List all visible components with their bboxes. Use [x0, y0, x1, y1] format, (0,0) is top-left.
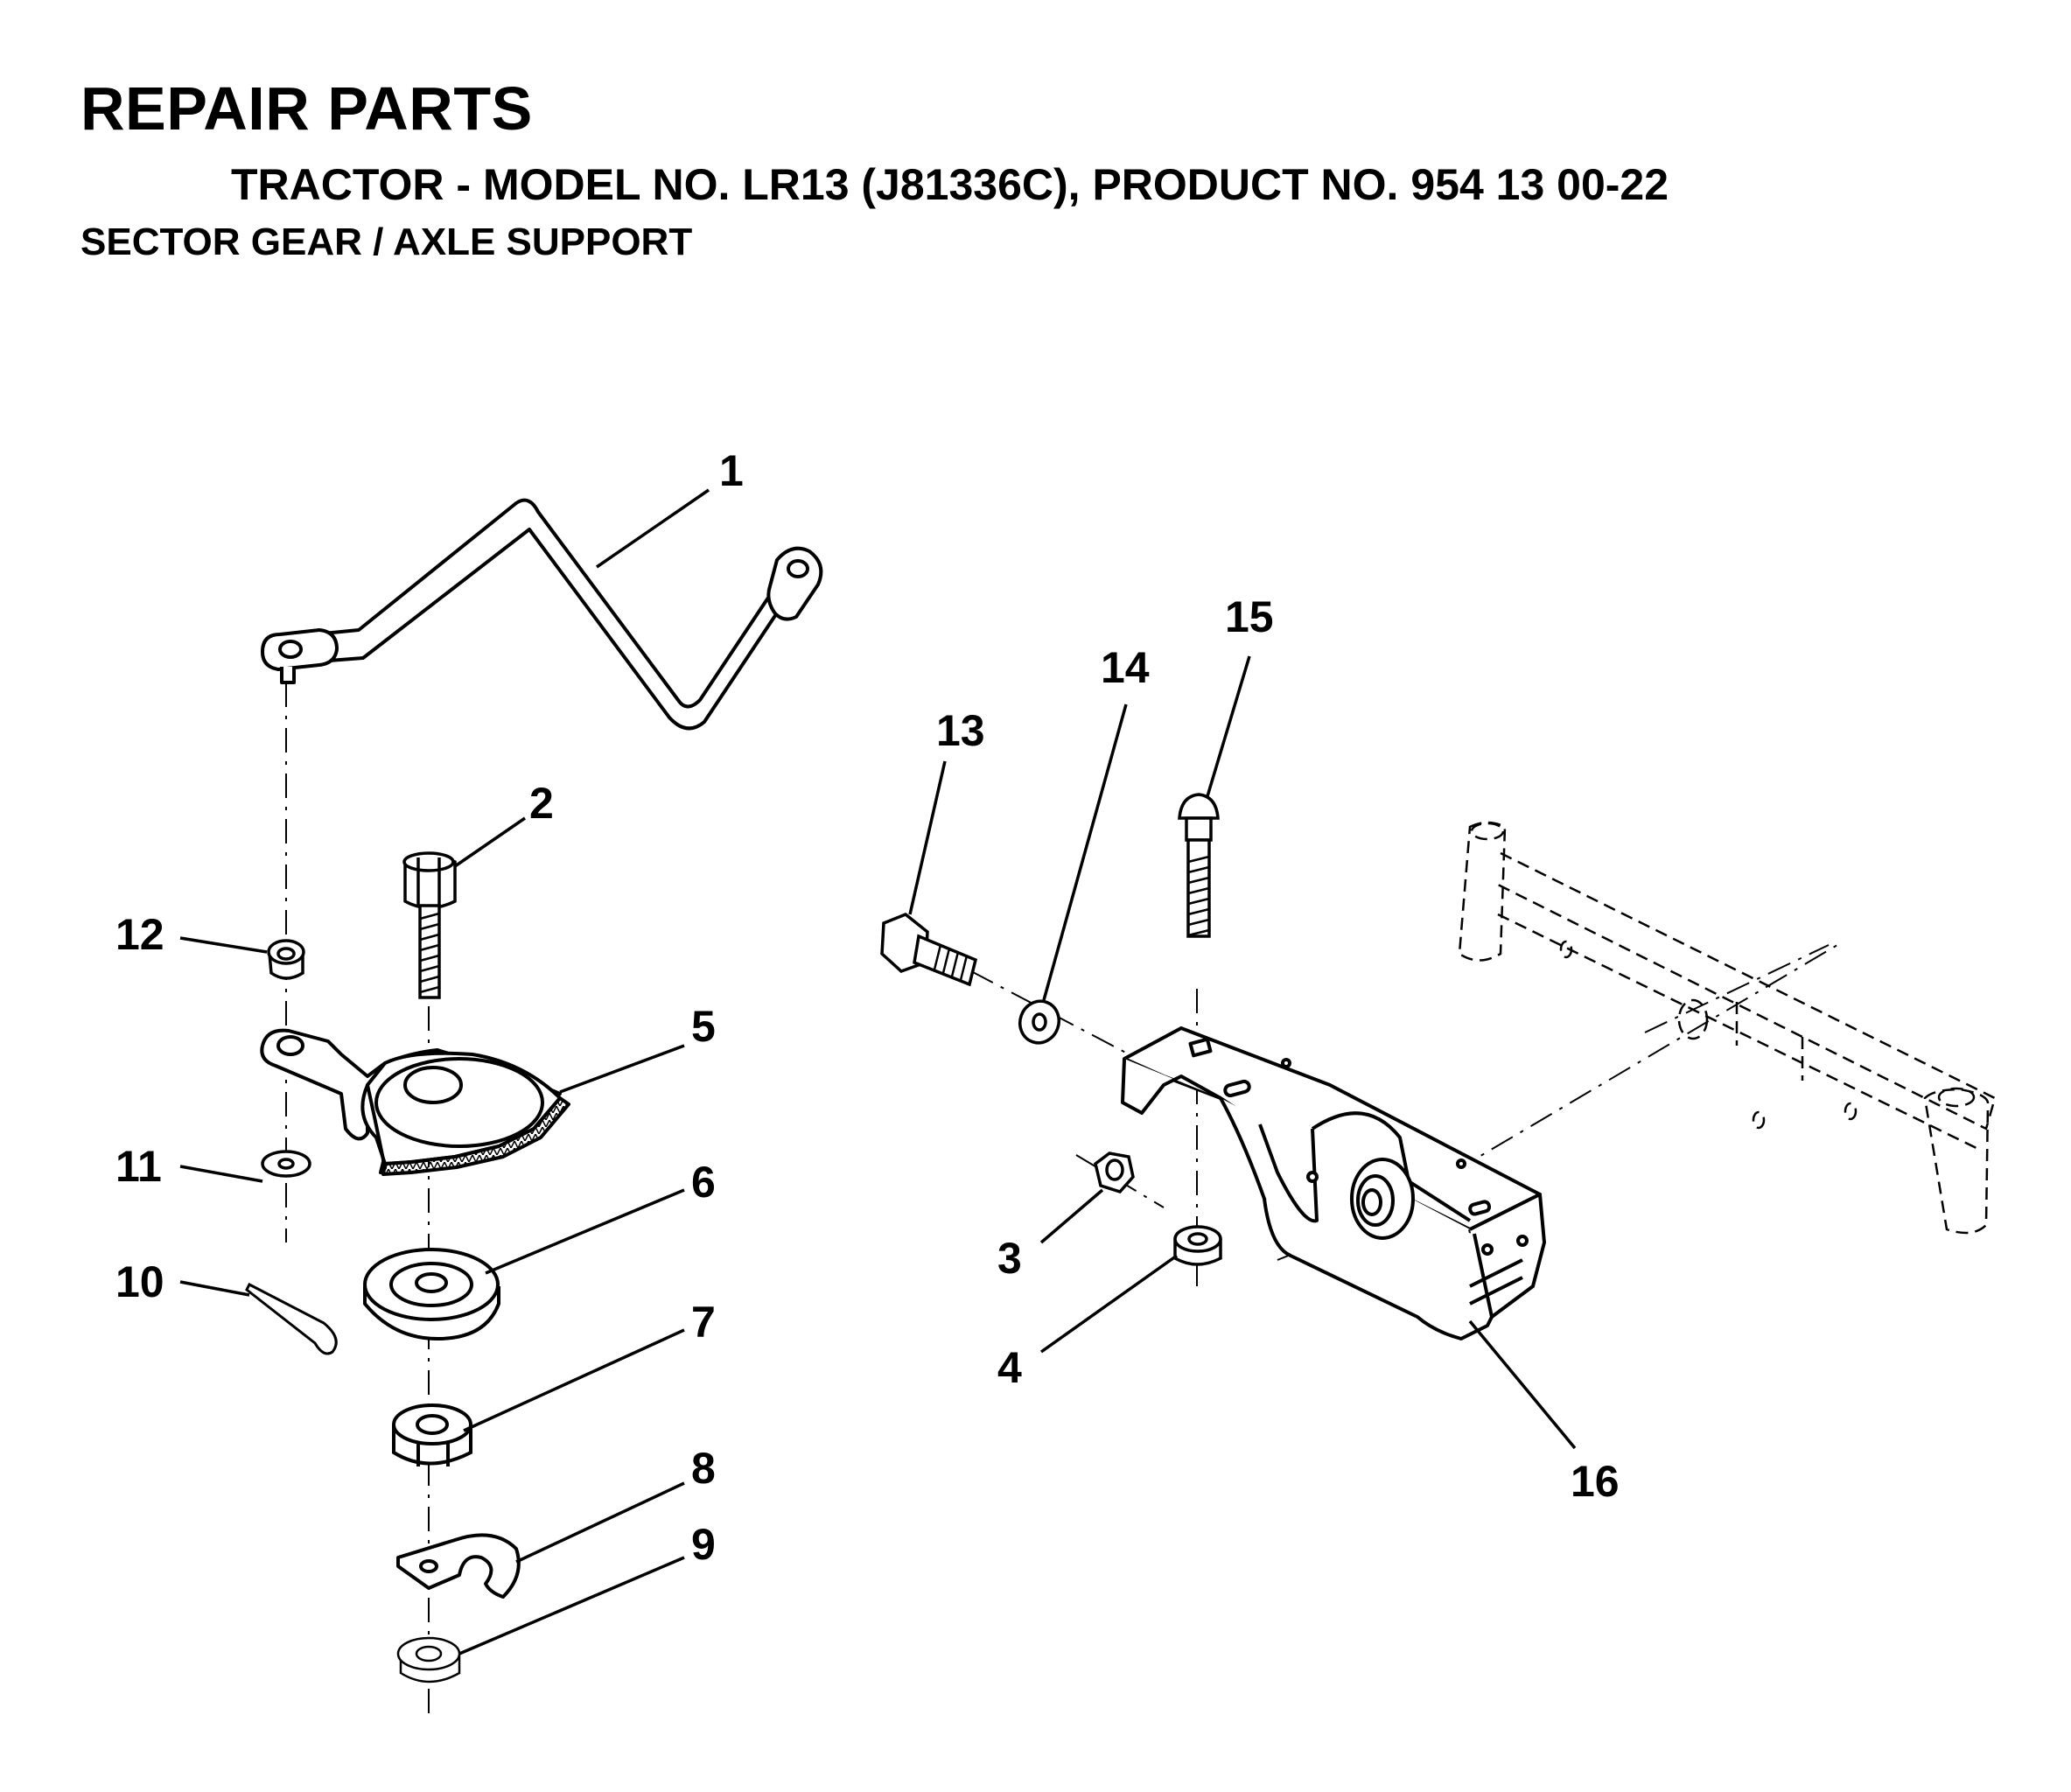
- callout-9: 9: [691, 1520, 716, 1569]
- bolt-13-part: [880, 912, 978, 987]
- callout-10: 10: [115, 1257, 164, 1306]
- bushing-part: [363, 1248, 500, 1341]
- drag-link-part: [261, 498, 823, 731]
- washer-14-part: [1018, 999, 1060, 1045]
- front-axle-phantom: [1458, 821, 1997, 1235]
- nut-9-part: [396, 1636, 461, 1684]
- leader-lines: [179, 488, 1577, 1656]
- callout-2: 2: [529, 779, 554, 828]
- nut-7-part: [392, 1404, 472, 1466]
- callout-1: 1: [719, 446, 744, 495]
- washer-11-part: [261, 1150, 311, 1178]
- callout-11: 11: [115, 1142, 162, 1191]
- callout-3: 3: [997, 1234, 1022, 1283]
- callout-12: 12: [115, 910, 164, 959]
- callout-7: 7: [691, 1298, 716, 1347]
- callout-8: 8: [691, 1444, 716, 1493]
- callout-5: 5: [691, 1002, 716, 1051]
- callout-14: 14: [1101, 643, 1150, 692]
- page-title: REPAIR PARTS: [80, 74, 533, 143]
- callout-6: 6: [691, 1158, 716, 1207]
- clip-part: [396, 1533, 521, 1599]
- callout-4: 4: [997, 1343, 1022, 1392]
- bolt-part: [402, 851, 457, 999]
- axle-support-part: [1121, 1026, 1546, 1340]
- nut-3-part: [1094, 1152, 1135, 1194]
- model-subtitle: TRACTOR - MODEL NO. LR13 (J81336C), PROD…: [231, 160, 1669, 209]
- cotter-pin-part: [245, 1282, 338, 1355]
- callout-13: 13: [936, 706, 985, 755]
- sector-gear-part: [260, 1028, 570, 1176]
- nut-4-part: [1173, 1225, 1222, 1266]
- carriage-bolt-part: [1178, 793, 1220, 938]
- callout-labels: 1 2 3 4 5 6 7 8 9 10 11 12 13 14 15 16: [115, 446, 1620, 1569]
- callout-15: 15: [1225, 592, 1274, 641]
- section-title: SECTOR GEAR / AXLE SUPPORT: [80, 220, 693, 263]
- nut-12-part: [267, 939, 305, 980]
- callout-16: 16: [1571, 1457, 1620, 1506]
